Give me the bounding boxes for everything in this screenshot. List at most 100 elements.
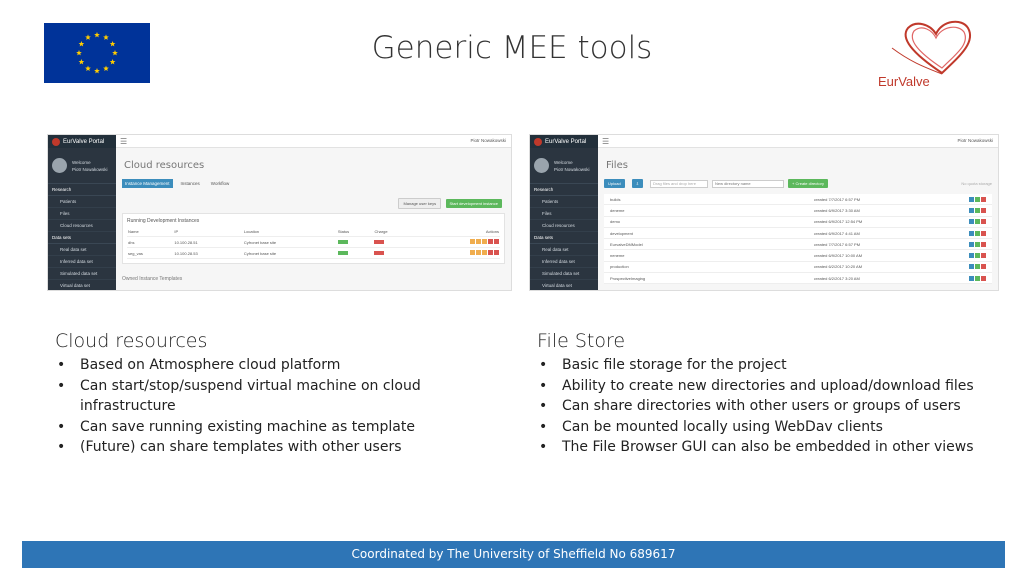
- action-icon[interactable]: [975, 219, 980, 225]
- action-icon[interactable]: [975, 241, 980, 247]
- start-instance-button[interactable]: Start development instance: [445, 199, 502, 208]
- sidebar-item-simulated[interactable]: Simulated data set: [530, 268, 598, 280]
- file-name[interactable]: ProspectiveImaging: [610, 275, 646, 281]
- action-icon[interactable]: [969, 230, 974, 236]
- sidebar-item-inferred[interactable]: Inferred data set: [530, 256, 598, 268]
- table-row[interactable]: dhs 10.100.28.51 Cyfronet base site: [127, 236, 500, 248]
- action-icon[interactable]: [981, 196, 986, 202]
- star-icon: [78, 59, 85, 65]
- sidebar-item-patients[interactable]: Patients: [530, 196, 598, 208]
- row-actions[interactable]: [969, 253, 986, 259]
- row-actions[interactable]: [969, 219, 986, 225]
- action-icon[interactable]: [981, 207, 986, 213]
- logo-text: EurValve: [878, 74, 930, 89]
- action-icon[interactable]: [969, 207, 974, 213]
- sidebar-item-simulated[interactable]: Simulated data set: [48, 268, 116, 280]
- file-name[interactable]: demo: [610, 219, 621, 225]
- file-name[interactable]: production: [610, 264, 629, 270]
- action-icon[interactable]: [981, 275, 986, 281]
- sidebar-item-cloud[interactable]: Cloud resources: [48, 220, 116, 232]
- action-icon[interactable]: [975, 264, 980, 270]
- sidebar-item-virtual[interactable]: Virtual data set: [48, 280, 116, 290]
- upload-button[interactable]: Upload: [604, 179, 625, 188]
- menu-icon[interactable]: ☰: [602, 137, 610, 146]
- file-date: created 6/9/2017 10:00 AM: [814, 253, 863, 259]
- sidebar-item-research[interactable]: Research: [530, 184, 598, 196]
- action-icon[interactable]: [969, 196, 974, 202]
- manage-keys-button[interactable]: Manage user keys: [398, 198, 442, 209]
- eu-flag-logo: [44, 23, 150, 83]
- running-instances-panel: Running Development Instances Name IP Lo…: [122, 213, 505, 264]
- file-date: created 7/7/2017 6:57 PM: [814, 196, 861, 202]
- status-badge: [337, 239, 348, 244]
- row-actions[interactable]: [969, 264, 986, 270]
- list-item[interactable]: builds created 7/7/2017 6:57 PM: [604, 194, 992, 206]
- action-icon[interactable]: [969, 241, 974, 247]
- file-name[interactable]: EurvalveDMModel: [610, 241, 643, 247]
- tab-instance-management[interactable]: Instance Management: [122, 179, 173, 188]
- top-user[interactable]: Piotr Nowakowski: [957, 138, 993, 143]
- action-icon[interactable]: [981, 264, 986, 270]
- star-icon: [94, 32, 100, 38]
- list-item[interactable]: neneme created 6/9/2017 10:00 AM: [604, 250, 992, 262]
- file-name[interactable]: neneme: [610, 253, 625, 259]
- sidebar-item-datasets[interactable]: Data sets: [530, 232, 598, 244]
- row-actions[interactable]: [470, 239, 499, 244]
- top-user[interactable]: Piotr Nowakowski: [470, 138, 506, 143]
- action-icon[interactable]: [975, 230, 980, 236]
- row-actions[interactable]: [969, 207, 986, 213]
- create-directory-button[interactable]: + Create directory: [788, 179, 828, 188]
- action-icon[interactable]: [969, 253, 974, 259]
- action-icon[interactable]: [969, 275, 974, 281]
- row-actions[interactable]: [969, 241, 986, 247]
- sidebar-item-real[interactable]: Real data set: [48, 244, 116, 256]
- action-icon[interactable]: [981, 219, 986, 225]
- sidebar-item-files[interactable]: Files: [530, 208, 598, 220]
- tab-instances[interactable]: Instances: [180, 181, 200, 186]
- action-icon[interactable]: [975, 275, 980, 281]
- files-heading: Files: [606, 160, 628, 171]
- action-icon[interactable]: [969, 264, 974, 270]
- table-row[interactable]: seg_vas 10.100.28.53 Cyfronet base site: [127, 247, 500, 259]
- file-store-list: Basic file storage for the project Abili…: [537, 355, 997, 458]
- row-actions[interactable]: [470, 250, 499, 255]
- action-icon[interactable]: [981, 241, 986, 247]
- star-icon: [78, 41, 85, 47]
- file-name[interactable]: development: [610, 230, 633, 236]
- menu-icon[interactable]: ☰: [120, 137, 128, 146]
- download-icon[interactable]: ⇩: [631, 179, 644, 188]
- action-icon[interactable]: [969, 219, 974, 225]
- new-directory-input[interactable]: [712, 179, 785, 188]
- row-actions[interactable]: [969, 275, 986, 281]
- row-actions[interactable]: [969, 196, 986, 202]
- cloud-resources-heading: Cloud resources: [55, 330, 208, 352]
- action-icon[interactable]: [981, 230, 986, 236]
- tab-workflow[interactable]: Workflow: [210, 181, 230, 186]
- drop-zone[interactable]: Drag files and drop here: [650, 179, 709, 188]
- cloud-resources-list: Based on Atmosphere cloud platform Can s…: [55, 355, 495, 458]
- sidebar-item-files[interactable]: Files: [48, 208, 116, 220]
- file-name[interactable]: deneme: [610, 207, 625, 213]
- sidebar-item-cloud[interactable]: Cloud resources: [530, 220, 598, 232]
- sidebar-item-real[interactable]: Real data set: [530, 244, 598, 256]
- action-icon[interactable]: [975, 196, 980, 202]
- action-icon[interactable]: [975, 207, 980, 213]
- sidebar-item-research[interactable]: Research: [48, 184, 116, 196]
- action-icon[interactable]: [975, 253, 980, 259]
- action-icon[interactable]: [981, 253, 986, 259]
- file-name[interactable]: builds: [610, 196, 621, 202]
- sidebar-item-inferred[interactable]: Inferred data set: [48, 256, 116, 268]
- row-actions[interactable]: [969, 230, 986, 236]
- sidebar-item-virtual[interactable]: Virtual data set: [530, 280, 598, 290]
- list-item: Can be mounted locally using WebDav clie…: [537, 417, 997, 438]
- sidebar-item-patients[interactable]: Patients: [48, 196, 116, 208]
- sidebar-item-datasets[interactable]: Data sets: [48, 232, 116, 244]
- files-toolbar: Upload ⇩ Drag files and drop here + Crea…: [604, 179, 992, 188]
